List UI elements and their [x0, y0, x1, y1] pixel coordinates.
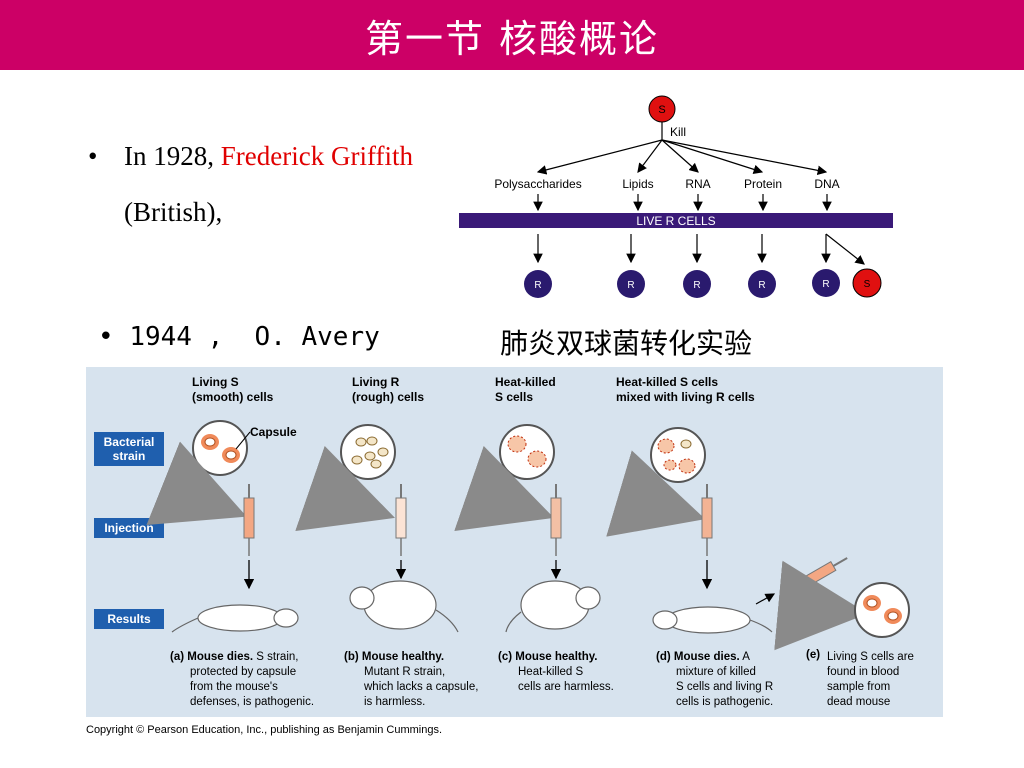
- syringe-icon: [701, 484, 713, 556]
- row-label-results-text: Results: [107, 612, 151, 626]
- caption-b-line: Mutant R strain,: [364, 666, 445, 678]
- component-rna: RNA: [685, 177, 710, 191]
- result-label: R: [693, 280, 700, 291]
- component-dna: DNA: [814, 177, 839, 191]
- caption-e-line: dead mouse: [827, 696, 890, 708]
- row-label-injection-text: Injection: [104, 521, 153, 535]
- dish-mixed: [650, 427, 706, 483]
- caption-d-line: S cells and living R: [676, 681, 773, 693]
- caption-e-line: sample from: [827, 681, 890, 693]
- bullet-text: In 1928, Frederick Griffith (British),: [124, 128, 424, 240]
- caption-c-line: cells are harmless.: [518, 681, 614, 693]
- result-label: R: [822, 279, 829, 290]
- syringe-icon: [243, 484, 255, 556]
- col-header-1b: (smooth) cells: [192, 390, 274, 404]
- dish-heat-killed-s: [499, 424, 555, 480]
- col-header-2b: (rough) cells: [352, 390, 424, 404]
- caption-b-line: is harmless.: [364, 696, 425, 708]
- r-cell-icon: [748, 270, 776, 298]
- caption-b: (b) Mouse healthy.: [344, 651, 444, 663]
- component-protein: Protein: [744, 177, 782, 191]
- bullet-suffix: (British),: [124, 197, 223, 227]
- result-label: R: [627, 280, 634, 291]
- col-header-4b: mixed with living R cells: [616, 390, 755, 404]
- mouse-healthy-c: [505, 580, 601, 633]
- caption-a-line: protected by capsule: [190, 666, 296, 678]
- griffith-fraction-diagram: S Kill Polysaccharides Lipids RNA Protei…: [459, 95, 893, 298]
- dish-blood-sample: [854, 582, 910, 638]
- caption-text: S strain,: [253, 651, 298, 663]
- caption-text: A: [740, 651, 751, 663]
- caption-e-line: found in blood: [827, 666, 899, 678]
- col-header-1: Living S: [192, 375, 239, 389]
- dish-living-r: [340, 424, 396, 480]
- caption-a-line: defenses, is pathogenic.: [190, 696, 314, 708]
- col-header-3: Heat-killed: [495, 375, 556, 389]
- bullet2-text: 1944 , O. Avery: [129, 322, 380, 352]
- caption-bold: Mouse healthy.: [362, 651, 444, 663]
- col-header-2: Living R: [352, 375, 400, 389]
- mouse-dead-d: [652, 606, 773, 634]
- live-r-cells-bar: [459, 213, 893, 228]
- bullet-marker: •: [88, 141, 98, 171]
- col-header-4: Heat-killed S cells: [616, 375, 718, 389]
- result-label: S: [864, 279, 871, 290]
- caption-tag: (a): [170, 651, 184, 663]
- caption-bold: Mouse dies.: [674, 651, 740, 663]
- caption-c-line: Heat-killed S: [518, 666, 584, 678]
- caption-d-line: mixture of killed: [676, 666, 756, 678]
- kill-arrows: [536, 139, 828, 176]
- s-label: S: [658, 104, 665, 116]
- result-label: R: [534, 280, 541, 291]
- title-bar: [0, 0, 1024, 70]
- bullet-prefix: In 1928,: [124, 141, 221, 171]
- bullet-avery: • 1944 , O. Avery: [98, 322, 380, 352]
- syringe-icon: [395, 484, 407, 556]
- caption-d: (d) Mouse dies. A: [656, 651, 750, 663]
- result-label: R: [758, 280, 765, 291]
- live-r-cells-label: LIVE R CELLS: [636, 214, 715, 228]
- copyright-notice: Copyright © Pearson Education, Inc., pub…: [86, 724, 443, 736]
- r-cell-icon: [524, 270, 552, 298]
- syringes: [243, 484, 713, 556]
- bullet2-marker: •: [98, 322, 114, 352]
- mouse-healthy-b: [349, 580, 459, 633]
- s-cell-icon: [852, 268, 882, 298]
- capsule-label: Capsule: [250, 425, 297, 439]
- caption-b-line: which lacks a capsule,: [363, 681, 478, 693]
- component-polysaccharides: Polysaccharides: [494, 177, 581, 191]
- row-label-results: [94, 609, 164, 629]
- caption-e-line: Living S cells are: [827, 651, 914, 663]
- blood-syringe-icon: [782, 557, 848, 596]
- r-cell-icon: [683, 270, 711, 298]
- component-lipids: Lipids: [622, 177, 653, 191]
- result-cells: [524, 268, 882, 298]
- syringe-icon: [550, 484, 562, 556]
- caption-bold: Mouse dies.: [187, 651, 253, 663]
- slide-title: 第一节 核酸概论: [364, 17, 660, 61]
- col-header-3b: S cells: [495, 390, 533, 404]
- r-cell-icon: [617, 270, 645, 298]
- caption-a-line: from the mouse's: [190, 681, 278, 693]
- caption-tag: (c): [498, 651, 512, 663]
- kill-label: Kill: [670, 125, 686, 139]
- caption-bold: Mouse healthy.: [515, 651, 597, 663]
- caption-d-line: cells is pathogenic.: [676, 696, 773, 708]
- caption-tag: (b): [344, 651, 359, 663]
- caption-c: (c) Mouse healthy.: [498, 651, 597, 663]
- caption-e-tag: (e): [806, 649, 820, 661]
- r-cell-icon: [812, 269, 840, 297]
- experiment-title: 肺炎双球菌转化实验: [500, 327, 753, 360]
- caption-tag: (d): [656, 651, 671, 663]
- caption-a: (a) Mouse dies. S strain,: [170, 651, 298, 663]
- dish-living-s: [192, 420, 248, 476]
- scientist-name: Frederick Griffith: [220, 141, 413, 171]
- mouse-dead-a: [171, 604, 299, 633]
